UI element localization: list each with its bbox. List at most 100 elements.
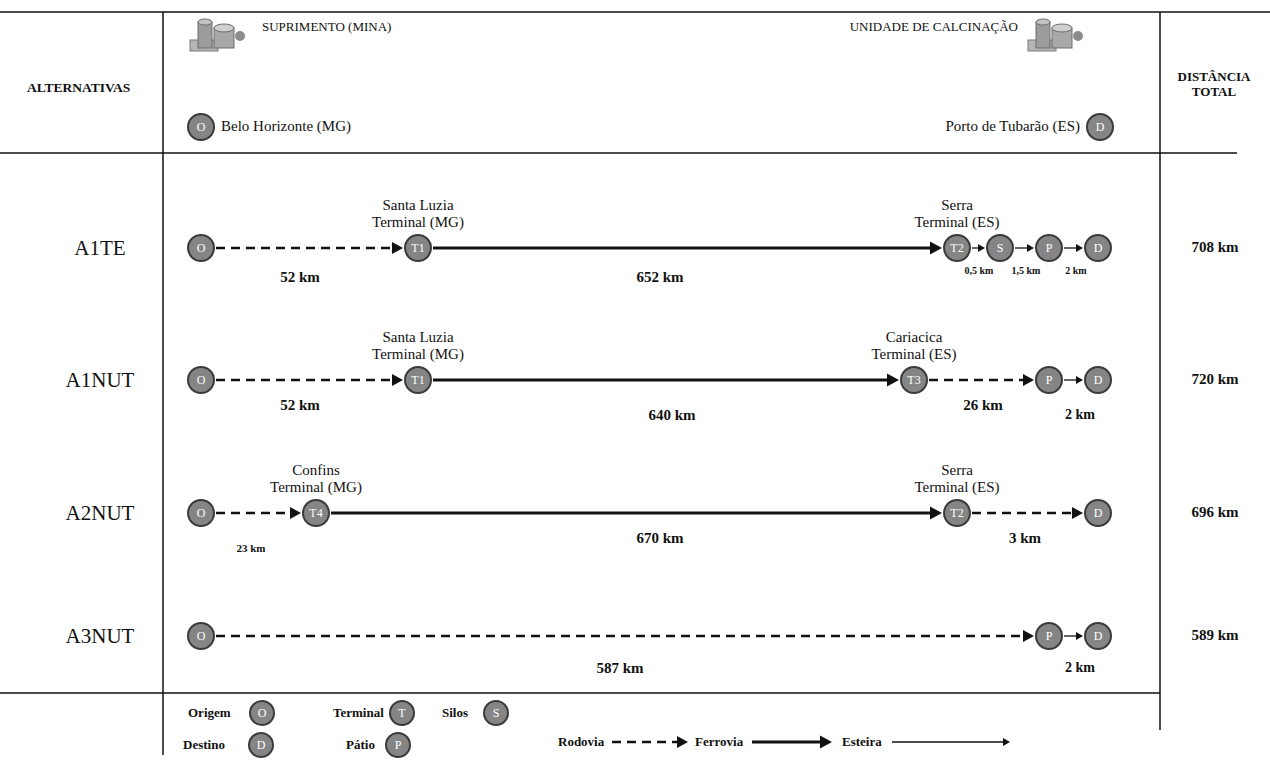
distance-label: 3 km — [1009, 530, 1041, 547]
total-distance: 589 km — [1191, 627, 1238, 644]
distance-label: 2 km — [1065, 660, 1095, 675]
arrow-head — [1027, 244, 1034, 252]
location-circle: T1Santa Luzia Terminal (MG) — [404, 234, 432, 262]
alternative-name: A2NUT — [66, 501, 135, 525]
connector-line — [972, 512, 1072, 515]
arrow-head — [677, 736, 688, 748]
location-circle: P — [1035, 234, 1063, 262]
location-circle: O — [187, 622, 215, 650]
circle-letter: T1 — [411, 374, 424, 386]
circle-letter: T4 — [309, 507, 322, 519]
arrow-head — [392, 242, 403, 254]
icon-part — [1052, 24, 1072, 32]
location-circle: T4Confins Terminal (MG) — [302, 499, 330, 527]
arrow-head — [392, 374, 403, 386]
connector-line — [433, 379, 887, 382]
location-circle: D — [1084, 366, 1112, 394]
legend-text: Rodovia — [558, 735, 604, 749]
table-rule — [0, 152, 1237, 154]
circle-letter: T2 — [950, 242, 963, 254]
circle-letter: O — [258, 707, 267, 719]
rail-line — [752, 741, 820, 744]
location-circle: D — [1084, 234, 1112, 262]
connector-line — [216, 512, 290, 515]
circle-letter: T1 — [411, 242, 424, 254]
circle-letter: D — [1096, 121, 1105, 133]
table-rule — [1159, 12, 1161, 730]
place-name: Santa Luzia Terminal (MG) — [368, 197, 468, 232]
legend-circle: D — [248, 732, 274, 758]
distance-label: 0,5 km — [965, 265, 994, 276]
location-circle: D — [1084, 499, 1112, 527]
location-circle: O — [187, 234, 215, 262]
arrow-head — [820, 736, 832, 749]
legend-text: Silos — [442, 706, 468, 720]
legend-text: Terminal — [333, 706, 384, 720]
location-circle: D — [1084, 622, 1112, 650]
place-name: Confins Terminal (MG) — [266, 462, 366, 497]
circle-letter: D — [1094, 242, 1103, 254]
table-rule — [162, 12, 164, 755]
circle-letter: D — [1094, 374, 1103, 386]
location-circle: T3Cariacica Terminal (ES) — [900, 366, 928, 394]
distance-label: 670 km — [636, 530, 683, 547]
arrow-head — [1023, 630, 1034, 642]
icon-part — [235, 31, 245, 41]
road-connector — [216, 242, 403, 254]
arrow-head — [930, 242, 942, 255]
total-distance: 708 km — [1191, 239, 1238, 256]
legend-text: Pátio — [346, 738, 375, 752]
connector-line — [1064, 379, 1076, 380]
distance-label: 52 km — [280, 269, 320, 286]
legend-text: Esteira — [842, 735, 882, 749]
legend-text: Destino — [183, 738, 225, 752]
icon-part — [198, 22, 212, 48]
location-circle: OBelo Horizonte (MG) — [187, 113, 215, 141]
circle-letter: O — [197, 121, 206, 133]
arrow-head — [1072, 507, 1083, 519]
total-distance: 720 km — [1191, 371, 1238, 388]
legend-text: Ferrovia — [695, 735, 743, 749]
rail-connector — [433, 374, 899, 387]
belt-line — [892, 741, 1003, 742]
legend-text: Origem — [188, 706, 231, 720]
legend-road-sample — [612, 736, 688, 748]
circle-letter: D — [257, 739, 266, 751]
connector-line — [1015, 247, 1027, 248]
road-connector — [216, 630, 1034, 642]
arrow-head — [1023, 374, 1034, 386]
distance-label: 2 km — [1065, 265, 1086, 276]
table-rule — [0, 692, 1160, 694]
arrow-head — [1076, 632, 1083, 640]
distance-label: 640 km — [648, 407, 695, 424]
location-circle: T2Serra Terminal (ES) — [943, 499, 971, 527]
rail-connector — [331, 507, 942, 520]
distance-label: 26 km — [963, 397, 1003, 414]
arrow-head — [1076, 376, 1083, 384]
place-name: Serra Terminal (ES) — [913, 197, 1001, 232]
legend-circle: P — [385, 732, 411, 758]
place-name: Porto de Tubarão (ES) — [945, 118, 1080, 135]
location-circle: T1Santa Luzia Terminal (MG) — [404, 366, 432, 394]
belt-connector — [972, 244, 985, 252]
connector-line — [216, 635, 1023, 638]
belt-connector — [1064, 376, 1083, 384]
connector-line — [1064, 247, 1076, 248]
road-connector — [929, 374, 1034, 386]
location-circle: O — [187, 366, 215, 394]
icon-part — [198, 19, 212, 25]
distance-label: 23 km — [236, 542, 265, 554]
circle-letter: D — [1094, 507, 1103, 519]
circle-letter: T — [398, 707, 405, 719]
location-circle: P — [1035, 622, 1063, 650]
circle-letter: P — [1046, 630, 1053, 642]
icon-part — [1073, 31, 1083, 41]
connector-line — [433, 247, 930, 250]
connector-line — [216, 379, 392, 382]
connector-line — [331, 512, 930, 515]
column-heading: SUPRIMENTO (MINA) — [262, 20, 391, 35]
legend-rail-sample — [752, 736, 832, 749]
circle-letter: S — [997, 242, 1004, 254]
road-connector — [216, 374, 403, 386]
icon-part — [1036, 19, 1050, 25]
